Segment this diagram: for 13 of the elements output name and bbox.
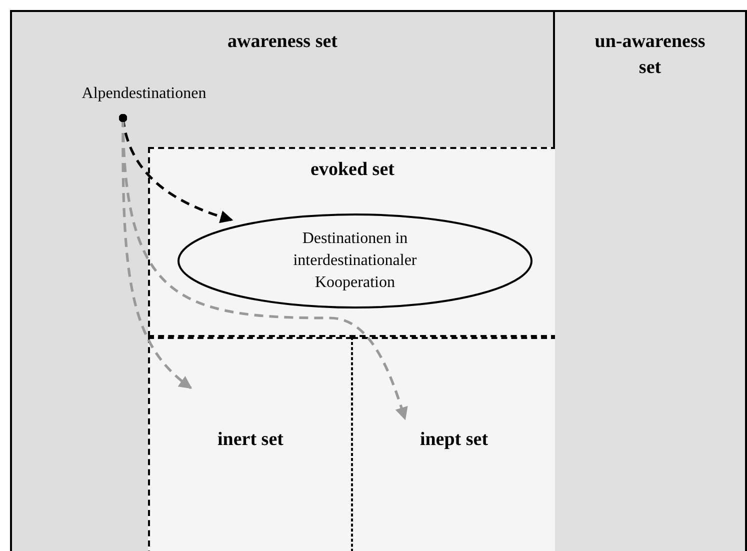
dashed-arrow — [118, 114, 408, 420]
set-title: un-awareness set — [594, 30, 706, 80]
set-title: inept set — [420, 428, 488, 452]
ellipse-text: Destinationen in interdestinationaler Kooperation — [292, 229, 418, 293]
source-label: Alpendestinationen — [82, 84, 206, 104]
set-title: evoked set — [310, 158, 394, 182]
set-region — [10, 10, 555, 551]
set-title: awareness set — [228, 30, 338, 54]
set-region — [555, 10, 747, 551]
set-region — [148, 147, 557, 337]
set-region — [148, 337, 352, 551]
set-region — [352, 337, 557, 551]
set-title: inert set — [218, 428, 284, 452]
